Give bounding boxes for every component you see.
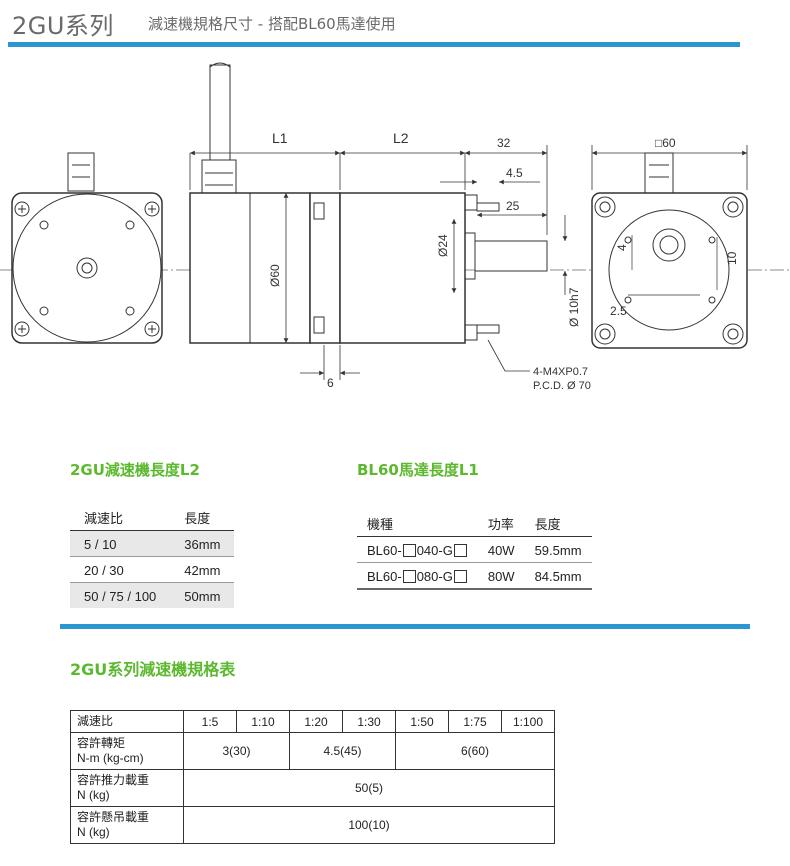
- dim-4: 4: [615, 244, 629, 251]
- dim-6: 6: [327, 376, 334, 390]
- l1-model-cell: BL60- 040-G: [357, 536, 478, 563]
- dim-phi10h7: Ø 10h7: [567, 287, 581, 327]
- l1-col-model: 機種: [357, 512, 478, 537]
- dim-phi60: Ø60: [268, 264, 282, 287]
- header-rule: [8, 42, 740, 47]
- l2-length-cell: 36mm: [170, 530, 235, 557]
- spec-radial-unit: N (kg): [77, 788, 110, 802]
- spec-axial-title: 容許懸吊載重: [77, 810, 150, 824]
- spec-ratio-cell: 1:50: [395, 710, 449, 733]
- page-title: 2GU系列: [12, 12, 114, 40]
- spec-torque-cell: 3(30): [183, 732, 290, 770]
- table-row: 減速比 1:5 1:10 1:20 1:30 1:50 1:75 1:100: [70, 710, 555, 733]
- model-suffix: 080-G: [416, 569, 453, 584]
- model-prefix: BL60-: [367, 543, 402, 558]
- dim-pcd: P.C.D. Ø 70: [533, 380, 591, 392]
- l2-col-length: 長度: [170, 506, 235, 531]
- dim-l1: L1: [272, 130, 288, 146]
- spec-axial-unit: N (kg): [77, 825, 110, 839]
- dim-sq60: □60: [655, 136, 676, 150]
- l1-model-cell: BL60- 080-G: [357, 562, 478, 590]
- page-subtitle: 減速機規格尺寸 - 搭配BL60馬達使用: [148, 15, 396, 33]
- spec-ratio-label: 減速比: [70, 710, 184, 733]
- spec-torque-title: 容許轉矩: [77, 736, 126, 750]
- spec-ratio-cell: 1:30: [342, 710, 396, 733]
- l2-ratio-cell: 20 / 30: [70, 556, 171, 583]
- table-row: 50 / 75 / 100 50mm: [70, 582, 235, 608]
- section-rule: [60, 624, 750, 629]
- spec-torque-cell: 6(60): [395, 732, 555, 770]
- l1-table: 機種 功率 長度 BL60- 040-G 40W 59.5mm BL60- 080-…: [357, 512, 592, 590]
- l1-length-cell: 84.5mm: [524, 562, 592, 590]
- l2-table: 減速比 長度 5 / 10 36mm 20 / 30 42mm 50 / 75 …: [70, 506, 235, 608]
- gearbox-end-view: [591, 152, 748, 349]
- dim-phi24: Ø24: [436, 234, 450, 257]
- dim-4-5: 4.5: [506, 166, 523, 180]
- side-view: [189, 62, 548, 344]
- spec-ratio-cell: 1:75: [448, 710, 502, 733]
- table-row: 5 / 10 36mm: [70, 530, 235, 557]
- model-prefix: BL60-: [367, 569, 402, 584]
- dim-32: 32: [497, 136, 511, 150]
- l2-ratio-cell: 5 / 10: [70, 530, 171, 557]
- dimension-drawing: L1 L2 32 4.5 25 □60 Ø24 Ø60 Ø 10h7 6 4 1…: [0, 62, 790, 392]
- spec-ratio-cell: 1:5: [183, 710, 237, 733]
- l1-col-length: 長度: [524, 512, 592, 537]
- table-row: 20 / 30 42mm: [70, 556, 235, 583]
- dim-2-5: 2.5: [610, 304, 627, 318]
- table-row: BL60- 040-G 40W 59.5mm: [357, 536, 592, 563]
- spec-axial-cell: 100(10): [183, 806, 555, 844]
- spec-radial-cell: 50(5): [183, 769, 555, 807]
- motor-end-view: [11, 152, 163, 344]
- placeholder-box-icon: [402, 570, 416, 583]
- spec-heading: 2GU系列減速機規格表: [70, 660, 236, 679]
- table-row: BL60- 080-G 80W 84.5mm: [357, 562, 592, 590]
- spec-ratio-cell: 1:100: [501, 710, 555, 733]
- placeholder-box-icon: [402, 544, 416, 557]
- placeholder-box-icon: [453, 544, 467, 557]
- spec-ratio-cell: 1:10: [236, 710, 290, 733]
- placeholder-box-icon: [453, 570, 467, 583]
- l2-ratio-cell: 50 / 75 / 100: [70, 582, 171, 608]
- spec-radial-title: 容許推力載重: [77, 773, 150, 787]
- l2-heading: 2GU減速機長度L2: [70, 461, 200, 479]
- dim-10: 10: [725, 251, 739, 265]
- dim-l2: L2: [393, 130, 409, 146]
- l1-heading: BL60馬達長度L1: [357, 461, 479, 479]
- l1-power-cell: 40W: [477, 536, 525, 563]
- l1-col-power: 功率: [477, 512, 525, 537]
- dim-25: 25: [506, 199, 520, 213]
- model-suffix: 040-G: [416, 543, 453, 558]
- dim-screw: 4-M4XP0.7: [533, 366, 588, 378]
- spec-table: 減速比 1:5 1:10 1:20 1:30 1:50 1:75 1:100 容…: [70, 710, 555, 844]
- spec-ratio-cell: 1:20: [289, 710, 343, 733]
- spec-torque-cell: 4.5(45): [289, 732, 396, 770]
- l2-length-cell: 42mm: [170, 556, 235, 583]
- l1-power-cell: 80W: [477, 562, 525, 590]
- l2-col-ratio: 減速比: [70, 506, 171, 531]
- spec-torque-unit: N-m (kg-cm): [77, 751, 144, 765]
- l1-length-cell: 59.5mm: [524, 536, 592, 563]
- l2-length-cell: 50mm: [170, 582, 235, 608]
